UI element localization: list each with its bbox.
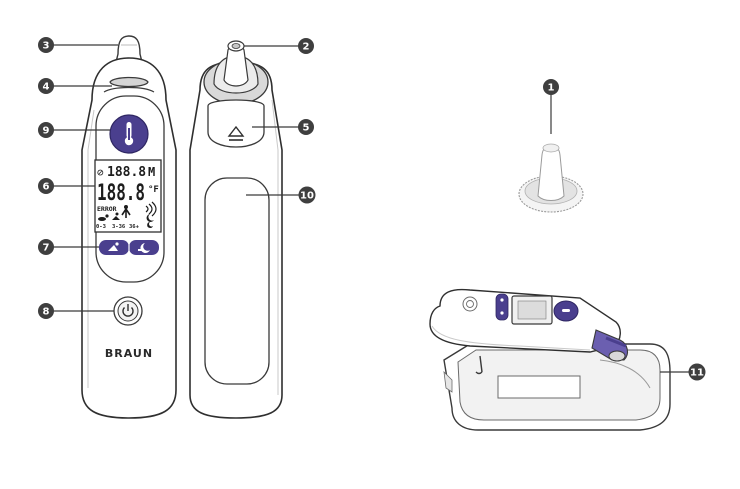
lcd-signal-icon [145, 201, 157, 217]
svg-text:3: 3 [43, 41, 50, 52]
lcd-display: ⊘ 188.8 M 188.8 °F ERROR 0-3 3-36 [94, 159, 162, 233]
age-buttons [99, 240, 159, 255]
callout-11: 11 [688, 363, 706, 381]
lcd-memory-indicator: M [148, 165, 155, 179]
callout-9: 9 [38, 122, 54, 138]
lcd-top-digits: 188.8 [107, 165, 146, 180]
probe-base-ring [109, 76, 149, 88]
callout-3: 3 [38, 37, 54, 53]
svg-text:7: 7 [43, 243, 50, 254]
svg-text:2: 2 [303, 42, 310, 53]
callout-2: 2 [298, 38, 314, 54]
svg-text:4: 4 [43, 82, 50, 93]
probe-head-back [203, 40, 269, 105]
lcd-baby-icon [98, 214, 109, 221]
brand-logo: BRAUN [105, 347, 153, 360]
thermometer-front: ⊘ 188.8 M 188.8 °F ERROR 0-3 3-36 [81, 35, 177, 419]
probe-filter [518, 143, 584, 213]
callout-10: 10 [298, 186, 316, 204]
svg-text:6: 6 [43, 182, 50, 193]
lcd-age-3-36: 3-36 [112, 224, 126, 230]
svg-text:11: 11 [690, 368, 704, 379]
callout-1: 1 [543, 79, 559, 95]
callout-5: 5 [298, 119, 314, 135]
case-age-buttons [495, 293, 509, 321]
svg-text:9: 9 [43, 126, 50, 137]
lcd-night-icon [146, 214, 154, 222]
leader-lines [49, 44, 690, 373]
lcd-person-icon [121, 205, 131, 218]
callout-6: 6 [38, 178, 54, 194]
callout-7: 7 [38, 239, 54, 255]
lcd-age-36: 36+ [129, 224, 140, 230]
age-button-right[interactable] [129, 240, 159, 255]
thermometer-icon [124, 122, 134, 146]
case-power-button [462, 296, 478, 312]
lcd-crawl-icon [112, 212, 120, 220]
lcd-icon-mode: ⊘ [97, 166, 104, 179]
power-button[interactable] [113, 296, 143, 326]
thermometer-back [189, 40, 283, 419]
battery-cover[interactable] [204, 177, 270, 385]
thermometer-in-case [429, 288, 629, 362]
baby-crawl-icon [108, 242, 119, 251]
lcd-unit: °F [148, 185, 159, 195]
svg-text:8: 8 [43, 307, 50, 318]
svg-text:5: 5 [303, 123, 310, 134]
eject-button[interactable] [207, 99, 265, 148]
lcd-main-digits: 188.8 [97, 181, 145, 206]
callout-4: 4 [38, 78, 54, 94]
lcd-error: ERROR [97, 205, 117, 213]
measure-button[interactable] [109, 114, 149, 154]
probe-tip-front [115, 35, 143, 63]
storage-case [429, 288, 671, 431]
lcd-night-icon-small [147, 222, 153, 228]
svg-text:10: 10 [300, 191, 314, 202]
moon-icon [138, 243, 150, 253]
svg-text:1: 1 [548, 83, 555, 94]
lcd-age-0-3: 0-3 [96, 224, 106, 230]
callout-8: 8 [38, 303, 54, 319]
eject-icon [227, 125, 245, 141]
power-icon [122, 304, 134, 317]
